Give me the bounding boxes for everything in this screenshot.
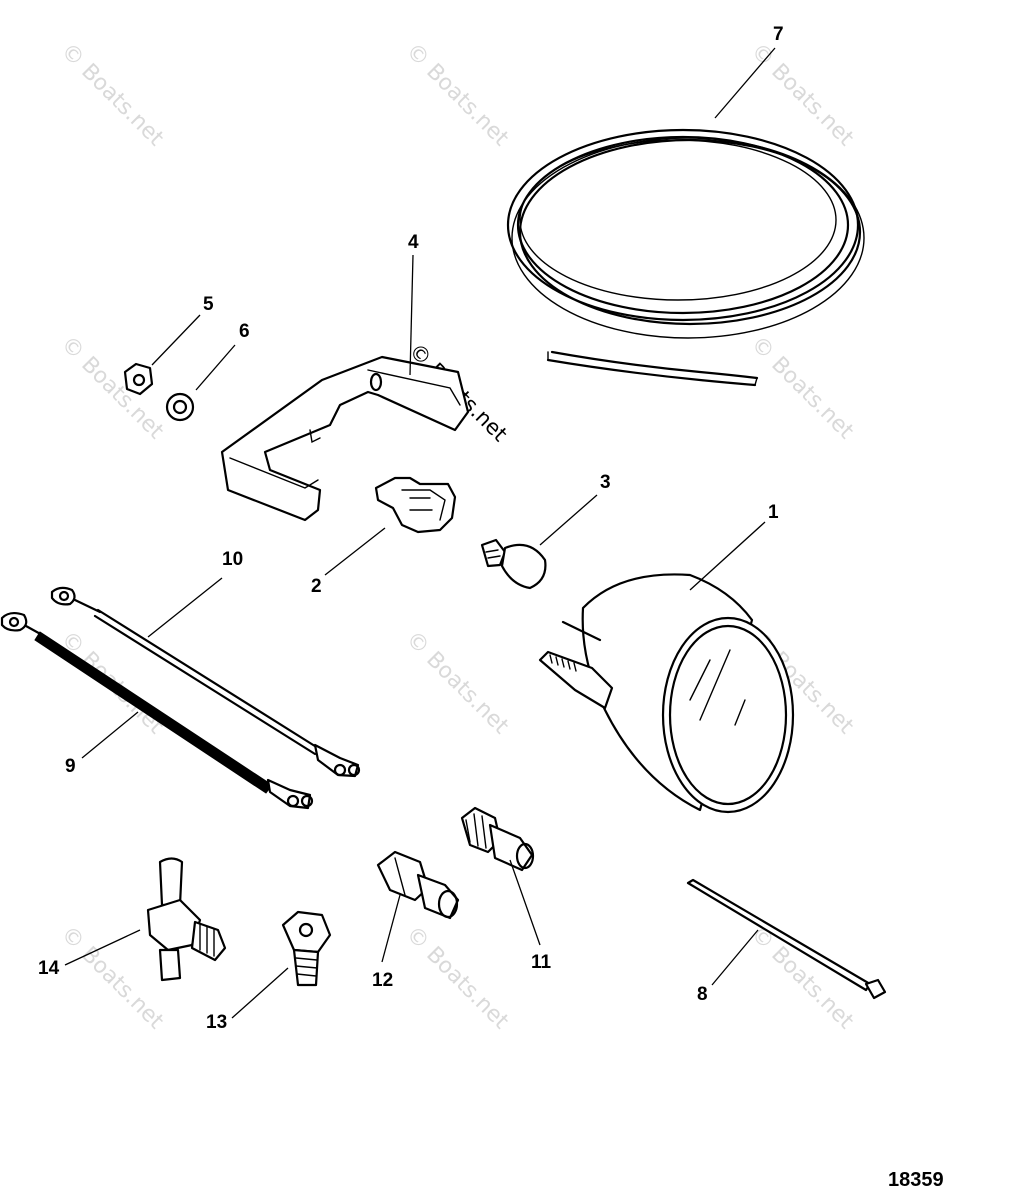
connector-11 [460,806,541,946]
gauge [538,521,795,814]
watermark: © Boats.net [401,627,514,740]
bracket [220,254,470,522]
drawing-number: 18359 [888,1169,944,1191]
callout-9: 9 [65,756,76,777]
lockwasher [165,344,236,422]
tubing [506,47,865,387]
socket [324,476,457,576]
watermark: © Boats.net [56,922,169,1035]
ground-lead [0,611,314,810]
callout-12: 12 [372,970,393,991]
callout-14: 14 [38,958,60,979]
tee-fitting [64,857,227,982]
callout-7: 7 [773,24,784,45]
callout-5: 5 [203,294,214,315]
watermark: © Boats.net [56,332,169,445]
callout-13: 13 [206,1012,227,1033]
watermark: © Boats.net [746,332,859,445]
bulb [480,494,598,590]
callout-2: 2 [311,576,322,597]
hose-fitting [231,910,332,1019]
callout-4: 4 [408,232,419,253]
callout-labels: 1 2 3 4 5 6 7 8 9 10 11 12 13 14 [38,24,784,1033]
connector-12 [376,850,460,963]
callout-3: 3 [600,472,611,493]
watermark: © Boats.net [746,922,859,1035]
nut [123,314,201,396]
power-lead [50,577,361,778]
callout-8: 8 [697,984,708,1005]
watermark: © Boats.net [401,922,514,1035]
callout-6: 6 [239,321,250,342]
callout-1: 1 [768,502,779,523]
callout-10: 10 [222,549,243,570]
watermark: © Boats.net [401,39,514,152]
cable-tie [686,878,887,1000]
callout-11: 11 [531,952,552,973]
watermark: © Boats.net [56,39,169,152]
watermark: © Boats.net [746,39,859,152]
